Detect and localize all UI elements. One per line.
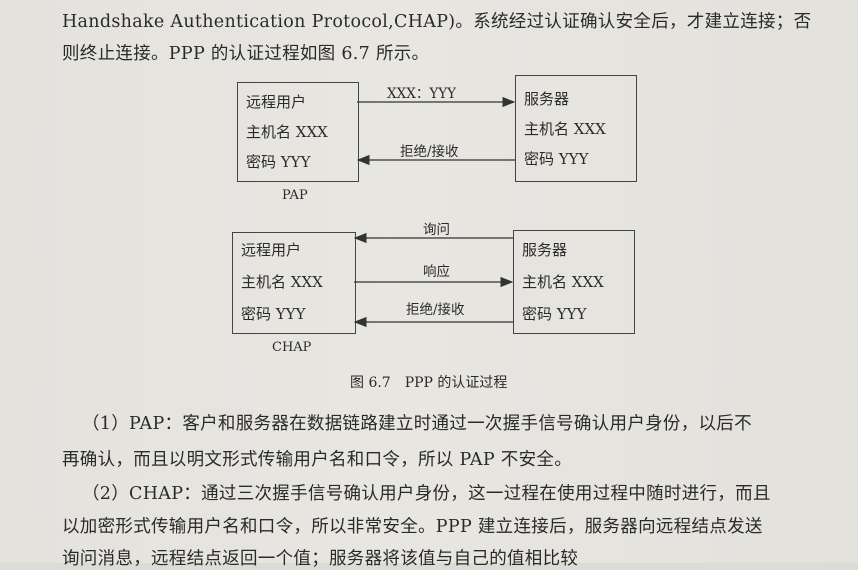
- pap-client-box: 远程用户 主机名 XXX 密码 YYY: [237, 82, 359, 182]
- chap-label: CHAP: [272, 340, 312, 355]
- pap-server-box: 服务器 主机名 XXX 密码 YYY: [515, 75, 637, 182]
- pap-msg-credentials: XXX：YYY: [387, 86, 457, 102]
- chap-client-name: 远程用户: [241, 241, 302, 259]
- chap-msg-response: 响应: [423, 264, 450, 280]
- pap-paragraph-line-2: 再确认，而且以明文形式传输用户名和口令，所以 PAP 不安全。: [62, 450, 573, 470]
- pap-msg-result: 拒绝/接收: [400, 144, 459, 160]
- chap-paragraph-line-2: 以加密形式传输用户名和口令，所以非常安全。PPP 建立连接后，服务器向远程结点发…: [62, 517, 763, 537]
- chap-paragraph-line-3: 询问消息，远程结点返回一个值；服务器将该值与自己的值相比较: [62, 549, 579, 569]
- pap-client-host: 主机名 XXX: [246, 123, 328, 141]
- intro-line-1: Handshake Authentication Protocol,CHAP)。…: [62, 12, 812, 32]
- pap-server-host: 主机名 XXX: [524, 120, 606, 138]
- chap-server-box: 服务器 主机名 XXX 密码 YYY: [513, 230, 635, 334]
- intro-line-2: 则终止连接。PPP 的认证过程如图 6.7 所示。: [62, 44, 430, 64]
- pap-label: PAP: [282, 188, 308, 203]
- pap-client-name: 远程用户: [246, 93, 307, 111]
- pap-server-name: 服务器: [524, 90, 570, 108]
- pap-server-password: 密码 YYY: [524, 150, 589, 168]
- chap-server-host: 主机名 XXX: [522, 273, 604, 291]
- chap-paragraph-line-1: （2）CHAP：通过三次握手信号确认用户身份，这一过程在使用过程中随时进行，而且: [82, 484, 771, 504]
- pap-client-password: 密码 YYY: [246, 153, 311, 171]
- chap-client-box: 远程用户 主机名 XXX 密码 YYY: [232, 232, 356, 334]
- chap-client-host: 主机名 XXX: [241, 273, 323, 291]
- chap-msg-result: 拒绝/接收: [406, 302, 465, 318]
- figure-caption: 图 6.7 PPP 的认证过程: [350, 375, 508, 391]
- chap-server-password: 密码 YYY: [522, 305, 587, 323]
- chap-client-password: 密码 YYY: [241, 305, 306, 323]
- chap-msg-challenge: 询问: [423, 222, 450, 238]
- pap-paragraph-line-1: （1）PAP：客户和服务器在数据链路建立时通过一次握手信号确认用户身份，以后不: [82, 414, 752, 434]
- chap-server-name: 服务器: [522, 241, 568, 259]
